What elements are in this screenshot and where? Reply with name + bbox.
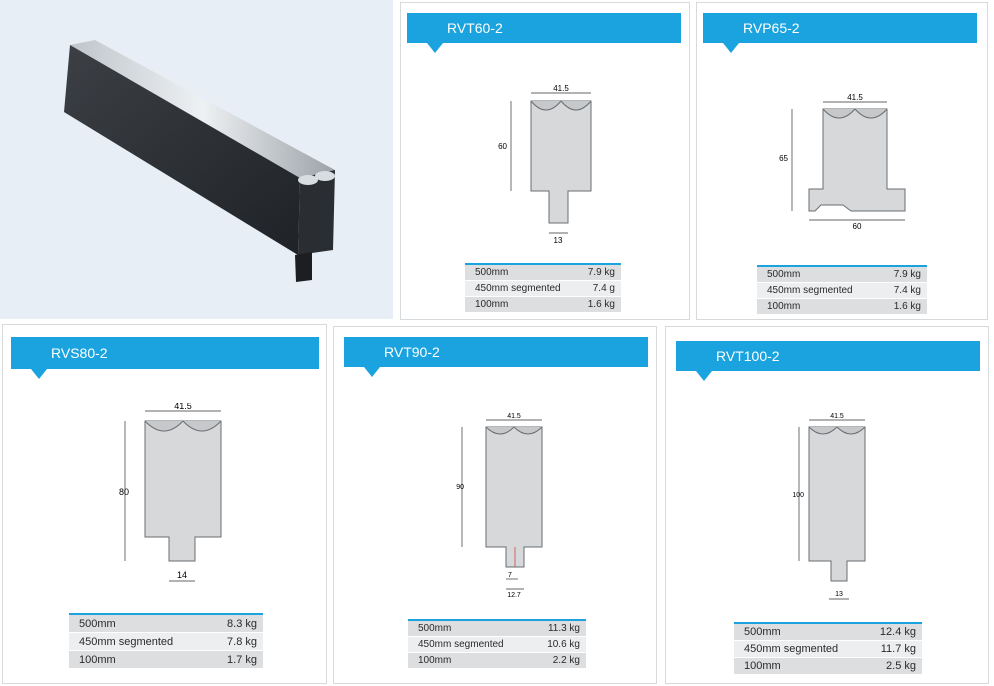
weight-label: 100mm	[465, 296, 575, 313]
dim-width: 41.5	[847, 93, 863, 102]
card-title: RVT100-2	[716, 348, 780, 364]
weight-value: 2.2 kg	[528, 652, 586, 669]
dim-tang: 14	[177, 570, 187, 580]
profile-drawing: 41.5 90 7 12.7	[456, 413, 543, 599]
banner-notch	[427, 43, 443, 53]
profile-drawing: 41.5 100 13	[792, 413, 866, 600]
dim-tang: 13	[835, 591, 843, 598]
weight-value: 1.6 kg	[574, 296, 621, 313]
dim-height: 100	[792, 492, 804, 499]
dim-base: 60	[853, 222, 862, 231]
weight-label: 450mm segmented	[408, 636, 529, 653]
weight-label: 450mm segmented	[734, 640, 862, 658]
profile-drawing: 41.5 65 60	[779, 93, 906, 231]
dim-height: 60	[498, 142, 507, 151]
dim-height: 90	[456, 484, 464, 491]
card-title: RVT60-2	[447, 20, 503, 36]
weight-value: 1.7 kg	[205, 650, 263, 669]
weight-label: 100mm	[757, 298, 877, 315]
card-title-banner: RVS80-2	[11, 337, 319, 379]
weight-label: 500mm	[734, 623, 862, 641]
weight-value: 8.3 kg	[205, 614, 263, 633]
weight-label: 100mm	[408, 652, 529, 669]
card-title-banner: RVT90-2	[344, 337, 648, 377]
weight-value: 7.9 kg	[574, 264, 621, 281]
dim-tang: 13	[554, 236, 563, 245]
banner-notch	[696, 371, 712, 381]
banner-notch	[31, 369, 47, 379]
weight-label: 500mm	[465, 264, 575, 281]
weight-label: 500mm	[408, 620, 529, 637]
weight-label: 500mm	[757, 266, 877, 283]
weight-value: 7.9 kg	[876, 266, 927, 283]
weight-label: 450mm segmented	[465, 280, 575, 297]
dim-height: 80	[119, 487, 129, 497]
weight-value: 11.7 kg	[861, 640, 922, 658]
dim-tang: 12.7	[507, 592, 521, 599]
weight-value: 1.6 kg	[876, 298, 927, 315]
card-title-banner: RVP65-2	[703, 13, 977, 53]
die-tool-image	[64, 40, 335, 282]
weight-value: 7.8 kg	[205, 632, 263, 651]
dim-tang-inner: 7	[508, 572, 512, 579]
weight-value: 7.4 kg	[876, 282, 927, 299]
profile-drawing: 41.5 80 14	[119, 403, 222, 582]
weight-label: 500mm	[69, 614, 206, 633]
card-title-banner: RVT100-2	[676, 341, 980, 381]
dim-width: 41.5	[830, 413, 844, 420]
weight-label: 100mm	[69, 650, 206, 669]
dim-height: 65	[779, 154, 788, 163]
weight-value: 10.6 kg	[528, 636, 586, 653]
weight-label: 450mm segmented	[757, 282, 877, 299]
profile-drawing: 41.5 60 13	[498, 84, 592, 245]
dim-width: 41.5	[507, 413, 521, 420]
banner-notch	[723, 43, 739, 53]
card-title-banner: RVT60-2	[407, 13, 681, 53]
banner-notch	[364, 367, 380, 377]
product-photo	[0, 0, 393, 319]
weight-label: 450mm segmented	[69, 632, 206, 651]
card-title: RVT90-2	[384, 344, 440, 360]
weight-value: 11.3 kg	[528, 620, 586, 637]
weight-label: 100mm	[734, 657, 862, 675]
weight-value: 2.5 kg	[861, 657, 922, 675]
weight-value: 12.4 kg	[861, 623, 922, 641]
dim-width: 41.5	[553, 84, 569, 93]
dim-width: 41.5	[174, 403, 192, 411]
card-title: RVP65-2	[743, 20, 800, 36]
weight-value: 7.4 g	[574, 280, 621, 297]
card-title: RVS80-2	[51, 345, 108, 361]
